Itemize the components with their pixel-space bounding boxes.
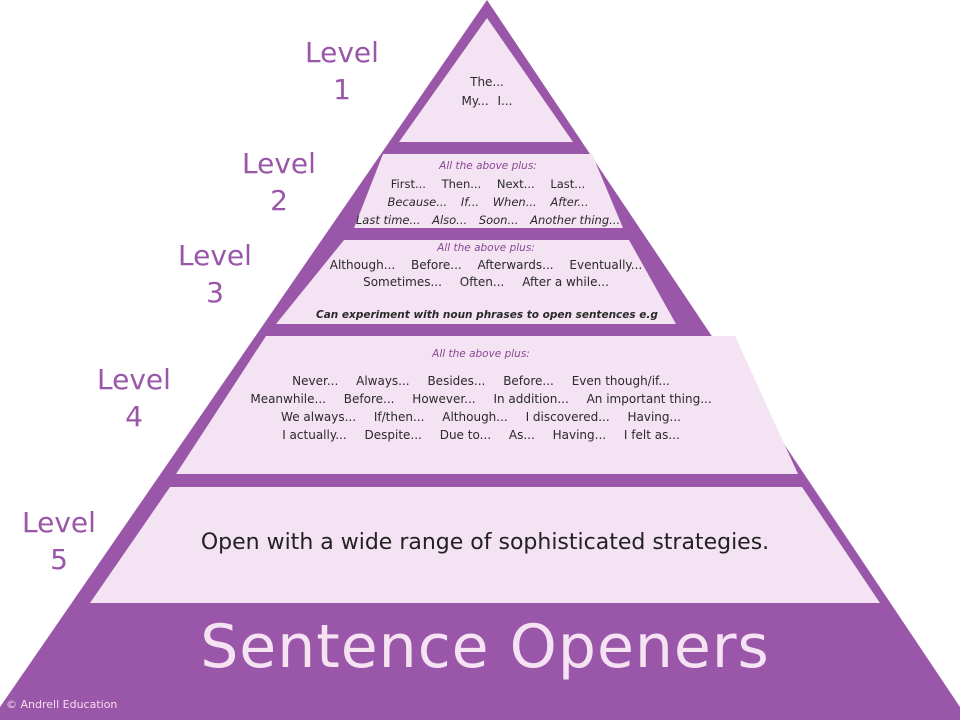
opener-word: Even though/if... <box>571 374 670 388</box>
opener-word: I... <box>497 94 513 108</box>
opener-word: Besides... <box>427 374 486 388</box>
opener-word: Next... <box>496 177 535 191</box>
tier-4-line: Never... Always... Besides... Before... … <box>241 372 721 390</box>
noun-phrase-note: Can experiment with noun phrases to open… <box>316 309 658 321</box>
tier-3-box <box>276 240 676 324</box>
opener-word: Having... <box>552 428 607 442</box>
all-the-above-plus-label: All the above plus: <box>432 348 530 360</box>
tier-2-line: First... Then... Next... Last... <box>353 175 623 193</box>
tier-4-line: We always... If/then... Although... I di… <box>241 408 721 426</box>
tier-1-line: My... I... <box>437 92 537 111</box>
tier-2-box <box>354 154 623 228</box>
opener-word: After... <box>550 195 589 209</box>
opener-word: Before... <box>503 374 554 388</box>
opener-word: Because... <box>387 195 448 209</box>
opener-word: Having... <box>627 410 681 424</box>
opener-word: Eventually... <box>569 258 643 272</box>
opener-word: Before... <box>411 258 462 272</box>
tier-1-text: The... My... I... <box>437 73 537 111</box>
opener-word: However... <box>412 392 476 406</box>
opener-word: Due to... <box>439 428 492 442</box>
opener-word: We always... <box>281 410 357 424</box>
opener-word: If/then... <box>373 410 425 424</box>
opener-word: Meanwhile... <box>250 392 326 406</box>
opener-word: If... <box>460 195 480 209</box>
opener-word: Often... <box>459 275 505 289</box>
tier-2-text: All the above plus: First... Then... Nex… <box>353 157 623 229</box>
opener-word: Last... <box>550 177 586 191</box>
opener-word: The... <box>470 75 504 89</box>
tier-3-line: Sometimes... Often... After a while... <box>316 274 656 291</box>
opener-word: Soon... <box>478 213 519 227</box>
tier-5-box <box>90 487 880 603</box>
opener-word: Last time... <box>355 213 421 227</box>
opener-word: Sometimes... <box>363 275 442 289</box>
opener-word: Always... <box>356 374 410 388</box>
tier-2-line: Last time... Also... Soon... Another thi… <box>353 211 623 229</box>
opener-word: When... <box>492 195 537 209</box>
tier-5-text: Open with a wide range of sophisticated … <box>200 530 770 555</box>
opener-word: After a while... <box>522 275 609 289</box>
all-the-above-plus-label: All the above plus: <box>439 160 537 172</box>
tier-3-line: Although... Before... Afterwards... Even… <box>316 257 656 274</box>
opener-word: I discovered... <box>525 410 610 424</box>
all-the-above-plus-label: All the above plus: <box>437 242 535 254</box>
opener-word: Although... <box>442 410 508 424</box>
tier-1-box <box>399 18 573 142</box>
tier-4-box <box>176 336 798 474</box>
opener-word: Then... <box>441 177 482 191</box>
opener-word: Never... <box>292 374 339 388</box>
opener-word: An important thing... <box>586 392 712 406</box>
opener-word: Also... <box>432 213 468 227</box>
tier-4-line: I actually... Despite... Due to... As...… <box>241 426 721 444</box>
opener-word: My... <box>461 94 489 108</box>
opener-word: Although... <box>329 258 396 272</box>
tier-4-line: Meanwhile... Before... However... In add… <box>241 390 721 408</box>
diagram-title: Sentence Openers <box>200 612 770 682</box>
copyright-text: © Andrell Education <box>6 698 118 711</box>
opener-word: Despite... <box>364 428 422 442</box>
opener-word: In addition... <box>493 392 569 406</box>
opener-word: I felt as... <box>623 428 680 442</box>
opener-word: Before... <box>343 392 395 406</box>
tier-3-text: All the above plus: Although... Before..… <box>316 240 658 324</box>
opener-word: Another thing... <box>530 213 621 227</box>
opener-word: As... <box>508 428 535 442</box>
tier-2-line: Because... If... When... After... <box>353 193 623 211</box>
opener-word: I actually... <box>282 428 347 442</box>
opener-word: Afterwards... <box>477 258 554 272</box>
tier-4-text: All the above plus: Never... Always... B… <box>241 345 721 444</box>
opener-word: First... <box>390 177 426 191</box>
tier-1-line: The... <box>437 73 537 92</box>
